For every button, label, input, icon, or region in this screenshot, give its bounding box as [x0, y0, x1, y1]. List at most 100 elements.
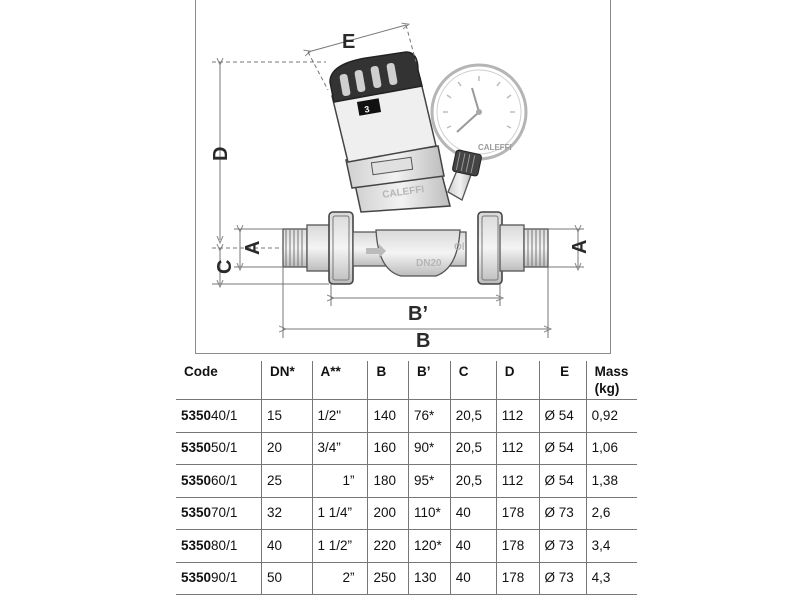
cell-d: 178 [495, 529, 540, 562]
code-suffix: 90/1 [211, 570, 238, 586]
code-prefix: 5350 [181, 537, 212, 553]
valve-body: DN20 Ol [352, 229, 467, 277]
regulator-housing: CALEFFI [345, 145, 451, 213]
cell-dn: 50 [261, 562, 312, 595]
header-c: C [449, 361, 497, 400]
svg-text:Ol: Ol [454, 242, 465, 253]
body-mark-text: DN20 [416, 258, 442, 269]
table-row: 535070/1 32 1 1/4” 200 110* 40 178 Ø 73 … [176, 497, 637, 530]
cell-mass: 0,92 [585, 399, 637, 432]
cell-c: 20,5 [449, 464, 497, 497]
header-b-prime: B’ [408, 361, 451, 400]
cell-b: 200 [367, 497, 409, 530]
code-suffix: 40/1 [211, 407, 238, 423]
code-suffix: 80/1 [211, 537, 238, 553]
cell-a: 3/4” [311, 432, 368, 465]
cell-e: Ø 73 [538, 497, 587, 530]
dimensions-table: Code DN* A** B B’ C D E Mass (kg) 535040… [176, 361, 637, 595]
code-suffix: 50/1 [211, 440, 238, 456]
cell-b: 250 [367, 562, 409, 595]
cell-c: 20,5 [449, 432, 497, 465]
technical-drawing: CALEFFI DN20 Ol [195, 0, 611, 354]
svg-text:3: 3 [364, 104, 371, 115]
cell-c: 20,5 [449, 399, 497, 432]
cell-c: 40 [449, 497, 497, 530]
code-prefix: 5350 [181, 472, 212, 488]
cell-b: 140 [367, 399, 409, 432]
code-prefix: 5350 [181, 407, 212, 423]
cell-c: 40 [449, 529, 497, 562]
adjustment-knob: 3 [329, 51, 437, 163]
cell-d: 112 [495, 399, 540, 432]
cell-a: 1/2" [311, 399, 368, 432]
cell-b-prime: 120* [408, 529, 451, 562]
cell-dn: 32 [261, 497, 312, 530]
cell-dn: 40 [261, 529, 312, 562]
pressure-gauge: CALEFFI [430, 63, 528, 161]
cell-b: 180 [367, 464, 409, 497]
dimension-a-left-label: A [242, 241, 264, 255]
header-code: Code [184, 364, 218, 379]
cell-a: 1” [311, 464, 368, 497]
table-row: 535090/1 50 2” 250 130 40 178 Ø 73 4,3 [176, 562, 637, 595]
cell-a: 1 1/4” [311, 497, 368, 530]
table-header-row: Code DN* A** B B’ C D E Mass (kg) [176, 361, 637, 400]
dimension-b-prime-label: B’ [408, 303, 428, 325]
table-row: 535080/1 40 1 1/2” 220 120* 40 178 Ø 73 … [176, 529, 637, 563]
cell-e: Ø 73 [538, 562, 587, 595]
cell-b-prime: 110* [408, 497, 451, 530]
cell-b: 220 [367, 529, 409, 562]
cell-b: 160 [367, 432, 409, 465]
header-a: A** [311, 361, 368, 400]
gauge-brand-text: CALEFFI [478, 143, 512, 152]
cell-a: 2” [311, 562, 368, 595]
cell-c: 40 [449, 562, 497, 595]
cell-d: 178 [495, 497, 540, 530]
cell-d: 112 [495, 464, 540, 497]
cell-mass: 2,6 [585, 497, 637, 530]
cell-dn: 15 [261, 399, 312, 432]
cell-mass: 1,38 [585, 464, 637, 497]
dimension-d-label: D [210, 147, 232, 161]
table-row: 535040/1 15 1/2" 140 76* 20,5 112 Ø 54 0… [176, 399, 637, 433]
gauge-port [447, 149, 482, 201]
dimension-a-right-label: A [569, 240, 591, 254]
cell-b-prime: 130 [408, 562, 451, 595]
code-prefix: 5350 [181, 440, 212, 456]
cell-dn: 25 [261, 464, 312, 497]
cell-mass: 4,3 [585, 562, 637, 595]
header-b: B [367, 361, 409, 400]
cell-mass: 1,06 [585, 432, 637, 465]
cell-e: Ø 54 [538, 399, 587, 432]
dimension-e-label: E [342, 31, 355, 53]
cell-d: 178 [495, 562, 540, 595]
header-mass: Mass (kg) [585, 361, 637, 400]
code-prefix: 5350 [181, 570, 212, 586]
dimension-lines [212, 25, 584, 338]
header-d: D [495, 361, 540, 400]
right-fitting [477, 211, 549, 285]
code-prefix: 5350 [181, 505, 212, 521]
header-e: E [538, 361, 587, 400]
header-dn: DN* [261, 361, 312, 400]
cell-code: 535040/1 [176, 400, 262, 433]
table-row: 535060/1 25 1” 180 95* 20,5 112 Ø 54 1,3… [176, 464, 637, 498]
cell-b-prime: 95* [408, 464, 451, 497]
cell-code: 535060/1 [176, 465, 262, 498]
cell-code: 535050/1 [176, 432, 262, 465]
valve-diagram: CALEFFI DN20 Ol [210, 0, 591, 352]
cell-b-prime: 90* [408, 432, 451, 465]
code-suffix: 70/1 [211, 505, 238, 521]
cell-d: 112 [495, 432, 540, 465]
code-suffix: 60/1 [211, 472, 238, 488]
cell-e: Ø 54 [538, 464, 587, 497]
cell-code: 535070/1 [176, 497, 262, 530]
table-row: 535050/1 20 3/4” 160 90* 20,5 112 Ø 54 1… [176, 432, 637, 465]
cell-code: 535080/1 [176, 530, 262, 563]
cell-mass: 3,4 [585, 529, 637, 562]
cell-b-prime: 76* [408, 399, 451, 432]
cell-dn: 20 [261, 432, 312, 465]
cell-code: 535090/1 [176, 562, 262, 595]
left-fitting [282, 211, 354, 285]
dimension-b-label: B [416, 330, 430, 352]
